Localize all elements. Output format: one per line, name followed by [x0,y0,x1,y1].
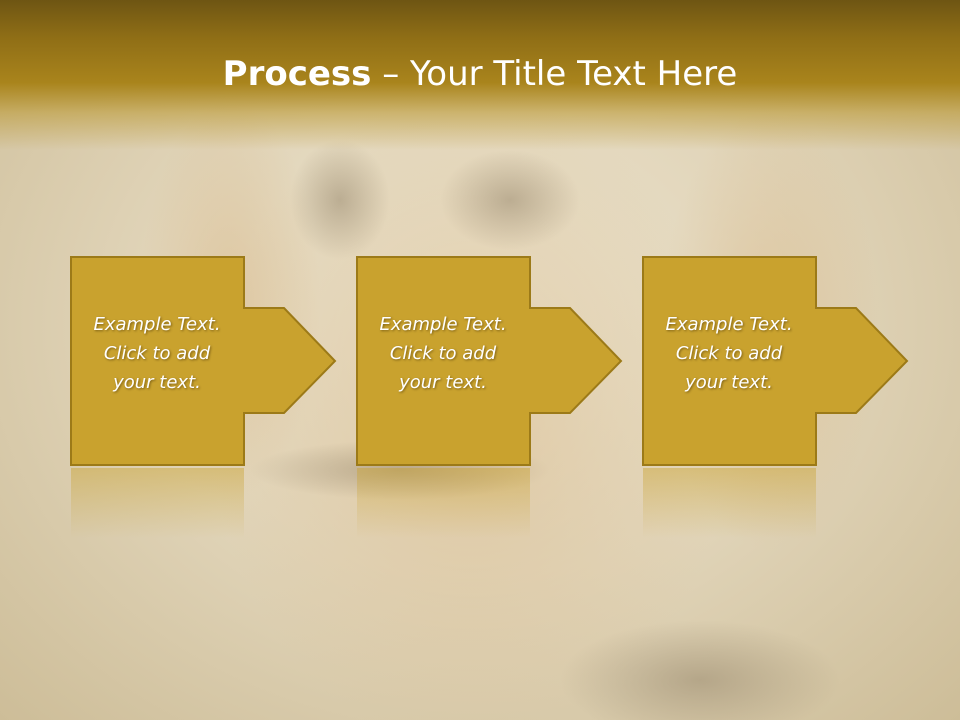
step-text[interactable]: Example Text. Click to add your text. [70,310,244,397]
arrow-box-shape [70,256,337,538]
step-text-line: Example Text. [665,314,793,335]
reflection [71,468,244,538]
arrow-box [70,256,337,466]
step-text[interactable]: Example Text. Click to add your text. [642,310,816,397]
step-text-line: Click to add [389,343,497,364]
process-step-1[interactable]: Example Text. Click to add your text. [70,256,350,546]
process-step-3[interactable]: Example Text. Click to add your text. [642,256,922,546]
title-text: Your Title Text Here [410,54,738,94]
slide-title[interactable]: Process – Your Title Text Here [0,52,960,96]
step-text-line: Click to add [103,343,211,364]
step-text-line: your text. [685,372,773,393]
arrow-box-shape [356,256,623,538]
reflection [643,468,816,538]
step-text-line: your text. [399,372,487,393]
arrow-box [642,256,909,466]
title-separator: – [371,54,411,94]
title-bold: Process [222,54,372,94]
arrow-box-shape [642,256,909,538]
process-step-2[interactable]: Example Text. Click to add your text. [356,256,636,546]
step-text-line: Click to add [675,343,783,364]
step-text-line: Example Text. [379,314,507,335]
step-text-line: your text. [113,372,201,393]
arrow-box [356,256,623,466]
step-text[interactable]: Example Text. Click to add your text. [356,310,530,397]
step-text-line: Example Text. [93,314,221,335]
reflection [357,468,530,538]
title-band [0,0,960,150]
